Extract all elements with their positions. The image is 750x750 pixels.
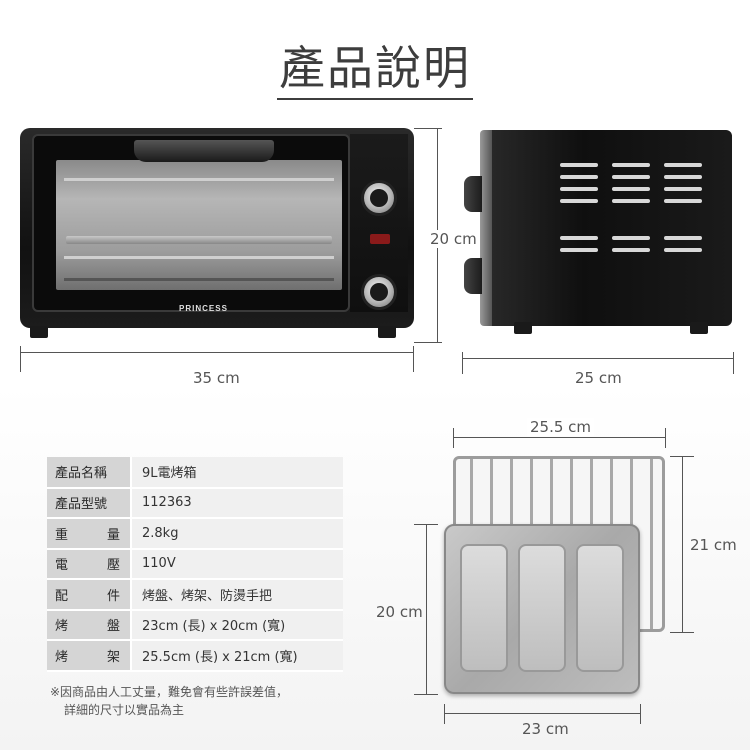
oven-handle	[134, 140, 274, 162]
indicator-light	[370, 234, 390, 244]
spec-value: 烤盤、烤架、防燙手把	[131, 579, 343, 611]
rack-depth-dimension-label: 21 cm	[690, 536, 737, 554]
dimension-tick	[670, 632, 694, 633]
tray-slot	[518, 544, 566, 672]
spec-value: 25.5cm (長) x 21cm (寬)	[131, 640, 343, 672]
vent-slot	[560, 236, 598, 240]
table-row: 烤盤 23cm (長) x 20cm (寬)	[47, 609, 343, 641]
oven-side-image	[462, 130, 734, 342]
oven-side-body	[484, 130, 732, 326]
spec-key: 配件	[47, 579, 132, 611]
table-row: 產品型號 112363	[47, 487, 343, 519]
spec-value: 9L電烤箱	[131, 457, 343, 489]
rack-bar	[650, 459, 653, 629]
dimension-tick	[665, 428, 666, 448]
tray-depth-dimension-line	[426, 524, 427, 694]
page-title: 產品說明	[279, 41, 471, 95]
rack-width-dimension-line	[453, 437, 665, 438]
tray-width-dimension-line	[444, 713, 640, 714]
side-depth-dimension-label: 25 cm	[575, 369, 622, 387]
dimension-tick	[670, 456, 694, 457]
vent-slot	[612, 199, 650, 203]
dimension-tick	[414, 524, 438, 525]
oven-foot	[30, 326, 48, 338]
table-row: 電壓 110V	[47, 548, 343, 580]
spec-key: 電壓	[47, 548, 132, 580]
spec-key: 烤架	[47, 640, 132, 672]
rack-width-dimension-label: 25.5 cm	[527, 418, 595, 436]
temperature-knob-icon	[361, 180, 397, 216]
vent-slot	[560, 199, 598, 203]
vent-slot	[664, 175, 702, 179]
spec-value: 23cm (長) x 20cm (寬)	[131, 609, 343, 641]
tray-slot	[460, 544, 508, 672]
oven-glass	[56, 160, 342, 290]
front-width-dimension-label: 35 cm	[193, 369, 240, 387]
measurement-note: ※因商品由人工丈量，難免會有些許誤差值， 詳細的尺寸以實品為主	[50, 683, 350, 719]
spec-value: 110V	[131, 548, 343, 580]
table-row: 重量 2.8kg	[47, 518, 343, 550]
vent-slot	[612, 163, 650, 167]
side-knob-icon	[464, 176, 482, 212]
rack-depth-dimension-line	[682, 456, 683, 632]
spec-key: 產品型號	[47, 487, 132, 519]
dimension-tick	[413, 346, 414, 372]
heating-element	[64, 178, 334, 181]
oven-side-front-edge	[480, 130, 492, 326]
tray-slot	[576, 544, 624, 672]
table-row: 配件 烤盤、烤架、防燙手把	[47, 579, 343, 611]
vent-slot	[560, 187, 598, 191]
spec-key: 重量	[47, 518, 132, 550]
timer-knob-icon	[361, 274, 397, 310]
dimension-tick	[733, 352, 734, 374]
vent-slot	[664, 248, 702, 252]
dimension-tick	[640, 704, 641, 724]
dimension-tick	[462, 352, 463, 374]
side-depth-dimension-line	[462, 358, 734, 359]
vent-slot	[560, 163, 598, 167]
oven-foot	[514, 322, 532, 334]
oven-rack	[64, 256, 334, 259]
dimension-tick	[414, 128, 442, 129]
vent-slot	[664, 199, 702, 203]
table-row: 產品名稱 9L電烤箱	[47, 457, 343, 489]
oven-foot	[690, 322, 708, 334]
vent-slot	[664, 236, 702, 240]
dimension-tick	[453, 428, 454, 448]
baking-tray-image	[444, 524, 640, 694]
note-line: ※因商品由人工丈量，難免會有些許誤差值，	[50, 685, 289, 699]
title-underline	[277, 98, 473, 100]
spec-key: 烤盤	[47, 609, 132, 641]
side-knob-icon	[464, 258, 482, 294]
spec-value: 2.8kg	[131, 518, 343, 550]
oven-foot	[378, 326, 396, 338]
dimension-tick	[20, 346, 21, 372]
vent-slot	[560, 175, 598, 179]
oven-front-image: PRINCESS	[20, 128, 414, 340]
dimension-tick	[414, 694, 438, 695]
table-row: 烤架 25.5cm (長) x 21cm (寬)	[47, 640, 343, 672]
dimension-tick	[444, 704, 445, 724]
vent-slot	[560, 248, 598, 252]
vent-slot	[612, 175, 650, 179]
vent-slot	[612, 236, 650, 240]
vent-slot	[612, 248, 650, 252]
tray-depth-dimension-label: 20 cm	[374, 603, 425, 621]
spec-value: 112363	[131, 487, 343, 519]
brand-logo: PRINCESS	[179, 304, 228, 313]
note-line: 詳細的尺寸以實品為主	[64, 703, 185, 717]
tray-width-dimension-label: 23 cm	[522, 720, 569, 738]
vent-slot	[612, 187, 650, 191]
heating-element	[64, 278, 334, 281]
spec-table: 產品名稱 9L電烤箱 產品型號 112363 重量 2.8kg 電壓 110V …	[47, 457, 343, 672]
front-width-dimension-line	[20, 352, 414, 353]
dimension-tick	[414, 342, 442, 343]
vent-slot	[664, 187, 702, 191]
vent-slot	[664, 163, 702, 167]
oven-tray	[66, 236, 332, 244]
height-dimension-label: 20 cm	[428, 230, 479, 248]
spec-key: 產品名稱	[47, 457, 132, 489]
oven-door-window: PRINCESS	[32, 134, 350, 313]
control-panel	[350, 134, 408, 312]
